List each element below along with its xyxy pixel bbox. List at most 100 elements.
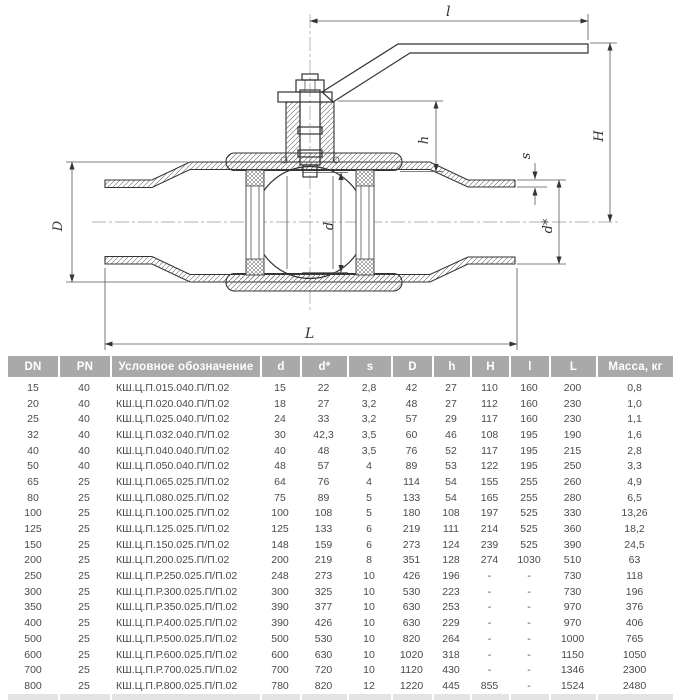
table-cell: 195	[520, 460, 538, 473]
table-cell: 780	[271, 679, 289, 692]
table-cell: 25	[78, 679, 90, 692]
table-cell: 25	[78, 538, 90, 551]
table-cell: 445	[442, 679, 460, 692]
table-cell: 700	[24, 664, 42, 677]
table-cell: 32	[27, 428, 39, 441]
table-cell: 426	[402, 570, 421, 583]
table-cell: 25	[78, 632, 90, 645]
table-cell: 426	[314, 617, 333, 630]
dimension-d: d	[302, 172, 348, 273]
table-cell: 360	[563, 523, 582, 536]
table-cell: 110	[481, 381, 498, 394]
table-cell: 1220	[399, 679, 424, 692]
valve-drawing-area: l H h s d* D	[51, 4, 620, 350]
table-cell: 50	[27, 460, 39, 473]
handle-lever	[321, 43, 589, 103]
dim-label-d: d	[322, 222, 337, 230]
table-cell: 5	[366, 507, 372, 520]
table-cell: 10	[363, 632, 375, 645]
table-cell: 117	[481, 413, 498, 426]
table-cell: 111	[443, 523, 459, 536]
table-cell: -	[527, 570, 531, 583]
table-cell: 196	[625, 585, 644, 598]
column-header: l	[509, 356, 549, 377]
table-cell: КШ.Ц.П.100.025.П/П.02	[116, 507, 230, 520]
table-cell: 229	[442, 617, 460, 630]
table-cell: 10	[363, 664, 375, 677]
table-cell: 8	[366, 554, 372, 567]
table-cell: 160	[520, 381, 538, 394]
table-cell: 2480	[622, 679, 647, 692]
table-cell: 25	[78, 617, 90, 630]
table-cell: 1150	[561, 648, 584, 661]
table-cell: 264	[442, 632, 460, 645]
table-cell: КШ.Ц.П.050.040.П/П.02	[116, 460, 230, 473]
column-header: PN	[58, 356, 110, 377]
table-cell: 390	[271, 617, 289, 630]
table-cell: 25	[78, 570, 90, 583]
dim-label-h: h	[417, 136, 432, 144]
table-cell: 53	[445, 460, 457, 473]
table-cell: 155	[480, 475, 499, 488]
table-cell: 219	[402, 523, 421, 536]
table-cell: 159	[314, 538, 333, 551]
column-header: d*	[300, 356, 347, 377]
table-cell: 40	[27, 444, 39, 457]
table-cell: 133	[402, 491, 421, 504]
table-cell: 27	[445, 397, 457, 410]
table-cell: 720	[314, 664, 333, 677]
table-cell: 351	[402, 554, 421, 567]
table-cell: 117	[481, 444, 498, 457]
table-cell: КШ.Ц.П.Р.600.025.П/П.02	[116, 648, 238, 661]
table-cell: КШ.Ц.П.200.025.П/П.02	[116, 554, 230, 567]
table-cell: 160	[520, 413, 538, 426]
table-cell: 125	[24, 523, 42, 536]
table-cell: 10	[363, 570, 375, 583]
table-cell: 63	[628, 554, 641, 567]
table-cell: -	[487, 617, 492, 630]
table-cell: 24,5	[624, 538, 645, 551]
table-cell: -	[487, 601, 492, 614]
table-cell: 40	[78, 397, 90, 410]
table-cell: 27	[317, 397, 330, 410]
table-cell: 300	[271, 585, 289, 598]
table-cell: 40	[78, 460, 90, 473]
table-cell: 112	[481, 397, 498, 410]
table-cell: 76	[405, 444, 418, 457]
table-cell: 118	[626, 570, 643, 583]
dim-label-D: D	[51, 220, 66, 232]
table-cell: 10	[363, 585, 375, 598]
table-cell: КШ.Ц.П.032.040.П/П.02	[116, 428, 230, 441]
table-cell: 1,6	[627, 428, 642, 441]
table-cell: 525	[520, 538, 538, 551]
table-cell: 530	[402, 585, 421, 598]
table-cell: 40	[78, 381, 90, 394]
table-cell: 22	[317, 381, 330, 394]
seat-left	[245, 169, 265, 276]
table-cell: 248	[271, 570, 289, 583]
table-cell: 3,2	[361, 413, 377, 426]
table-cell: 150	[24, 538, 42, 551]
table-cell: 12	[363, 679, 375, 692]
table-cell: КШ.Ц.П.150.025.П/П.02	[116, 538, 230, 551]
dim-label-L: L	[304, 326, 314, 342]
table-cell: 40	[274, 444, 286, 457]
table-cell: 215	[563, 444, 582, 457]
table-cell: 10	[363, 601, 375, 614]
table-cell: 195	[520, 428, 538, 441]
table-cell: 1050	[622, 648, 647, 661]
table-cell: 600	[271, 648, 289, 661]
table-cell: 230	[563, 397, 582, 410]
table-cell: 160	[520, 397, 538, 410]
column-header: Масса, кг	[596, 356, 673, 377]
dim-label-d-star: d*	[541, 218, 556, 233]
column-header: H	[470, 356, 509, 377]
